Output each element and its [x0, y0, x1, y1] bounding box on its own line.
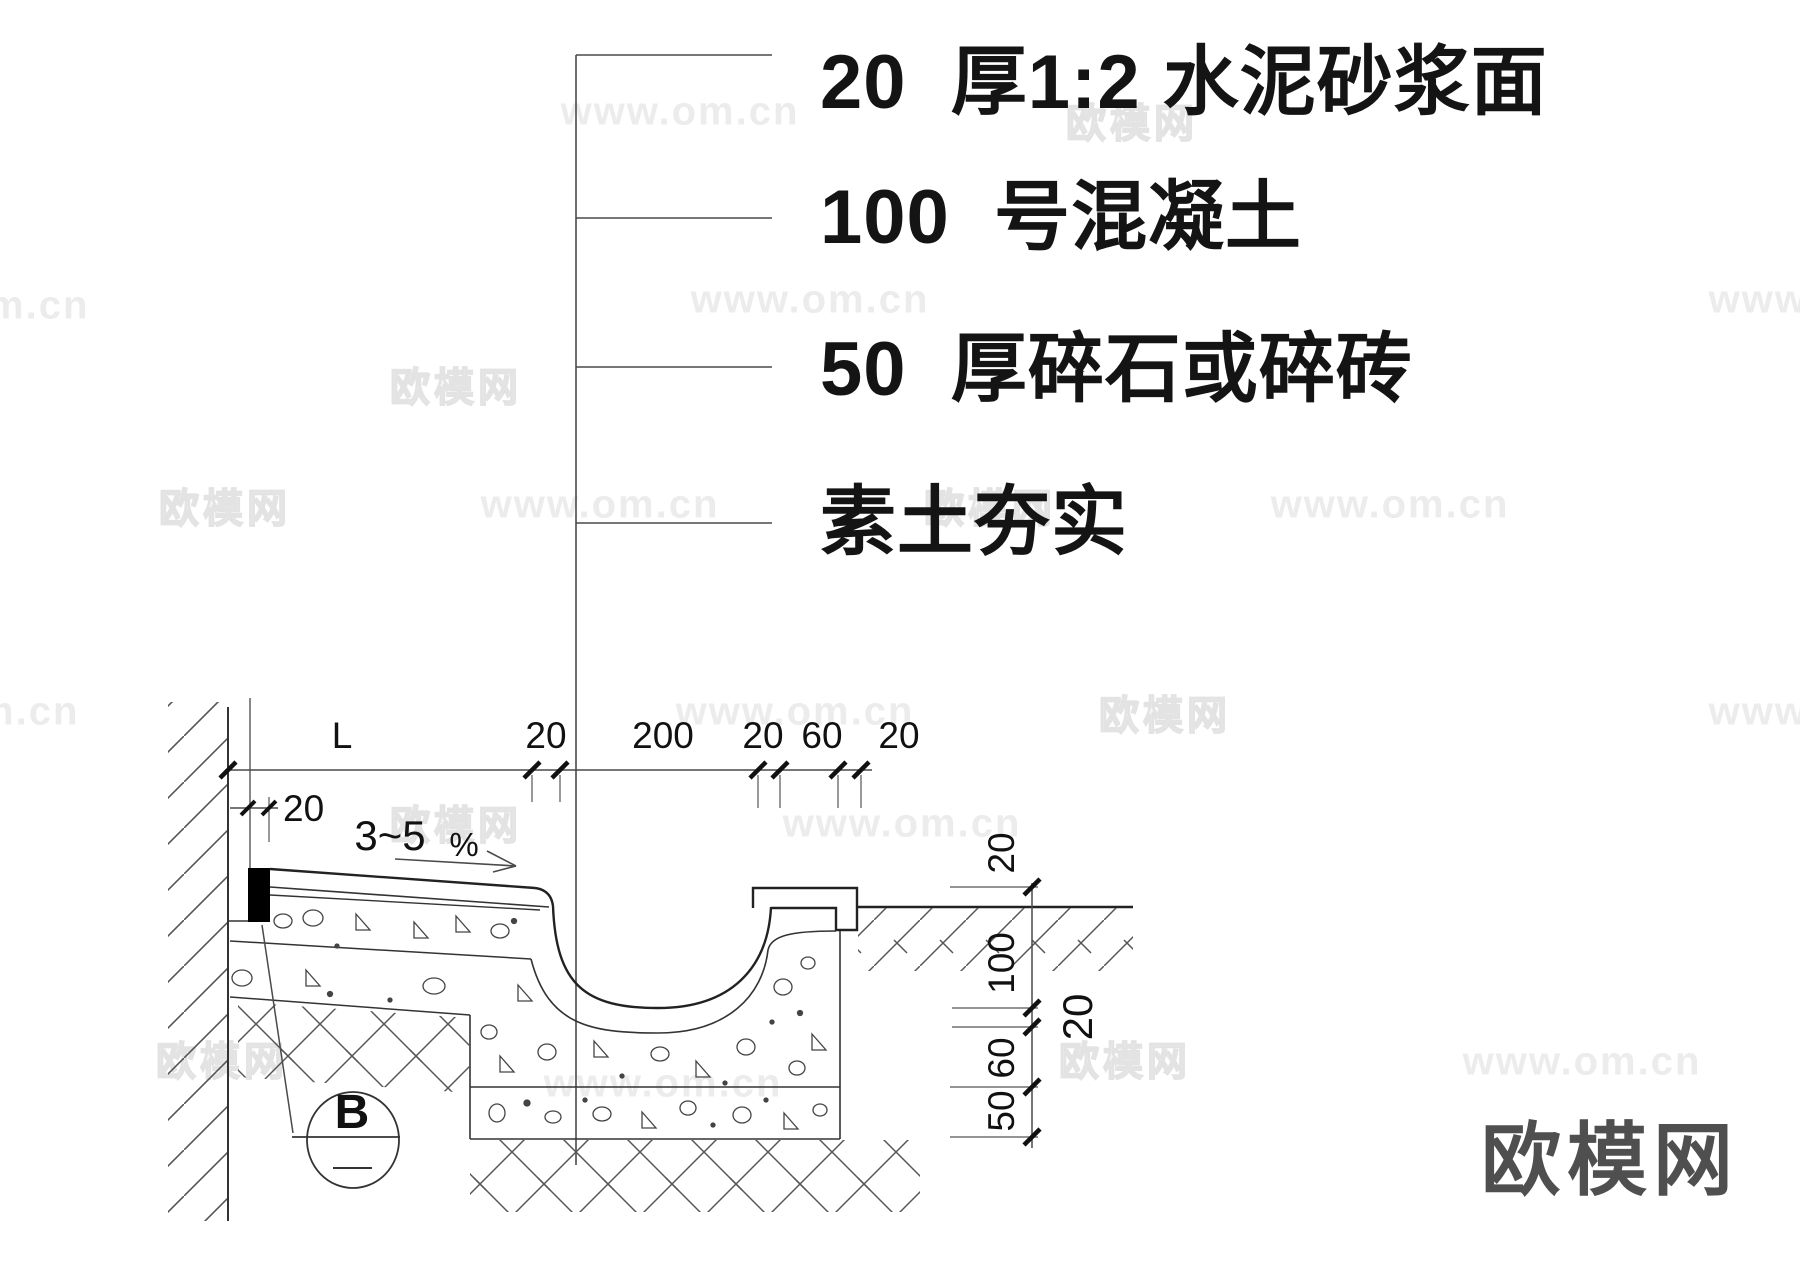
watermark: 欧模网 — [158, 486, 291, 532]
slope-arrow — [394, 850, 517, 873]
watermark: www.om.cn — [560, 89, 800, 134]
dim-label-20c: 20 — [878, 715, 919, 756]
callout-compacted-soil: 素土夯实 — [820, 480, 1128, 565]
dim-label-60: 60 — [801, 715, 842, 756]
channel-outer-arc — [530, 930, 837, 1034]
dim-label-100-right: 100 — [981, 932, 1022, 994]
channel-right-lip — [751, 886, 859, 932]
watermark: www.om.cn — [1270, 482, 1510, 527]
aggregate-stipples — [231, 909, 828, 1130]
watermark: 欧模网 — [389, 365, 522, 411]
dim-label-50-right: 50 — [981, 1090, 1022, 1131]
dim-label-20-right-offset: 20 — [1054, 994, 1101, 1041]
top-dimension-chain: L 20 200 20 60 20 — [218, 715, 920, 808]
dim-label-20-right-top: 20 — [981, 832, 1022, 873]
dim-label-60-right: 60 — [981, 1037, 1022, 1078]
wall-section — [168, 698, 270, 1221]
foundation-block — [469, 931, 841, 1140]
slope-value: 3~5 — [354, 812, 425, 859]
dim-label-20-edge: 20 — [283, 788, 324, 829]
watermark: www.om.cn — [1708, 277, 1800, 322]
slope-annotation: 3~5 % — [354, 812, 517, 873]
watermark: 欧模网 — [389, 803, 522, 849]
subgrade-hatch — [238, 1002, 920, 1212]
dim-label-20a: 20 — [525, 715, 566, 756]
ground-right — [857, 905, 1133, 971]
edge-stone-filled — [248, 868, 270, 922]
watermark: 欧模网 — [1058, 1039, 1191, 1085]
watermark: www.om.cn — [1708, 689, 1800, 734]
detail-bubble-label: B — [335, 1086, 370, 1139]
watermark: www.om.cn — [0, 689, 80, 734]
watermark: www.om.cn — [543, 1061, 783, 1106]
watermark: www.om.cn — [782, 801, 1022, 846]
edge-stone-dimension: 20 — [230, 788, 324, 842]
watermark: www.om.cn — [1462, 1039, 1702, 1084]
watermark: 欧模网 — [1098, 693, 1231, 739]
callout-crushed-stone: 50 厚碎石或碎砖 — [820, 327, 1413, 412]
dim-label-20b: 20 — [742, 715, 783, 756]
slope-percent: % — [449, 826, 478, 863]
right-dimension-chain: 20 100 60 50 20 — [950, 832, 1101, 1148]
gutter-channel — [530, 886, 859, 1034]
watermark: www.om.cn — [675, 689, 915, 734]
dim-label-L: L — [332, 715, 353, 756]
wall-hatch — [168, 702, 228, 1221]
pavement-layers — [229, 867, 555, 1016]
watermark: www.om.cn — [480, 482, 720, 527]
callout-concrete: 100 号混凝土 — [820, 175, 1303, 260]
watermark: www.om.cn — [690, 277, 930, 322]
channel-inner-arc — [551, 905, 773, 1010]
soil-hatch — [858, 908, 1133, 971]
site-logo: 欧模网 — [1481, 1116, 1739, 1205]
callout-cement-mortar: 20 厚1:2 水泥砂浆面 — [820, 40, 1548, 125]
callout-leader-lines — [575, 54, 772, 1165]
watermark: 欧模网 — [923, 486, 1056, 532]
detail-bubble: B — [261, 924, 400, 1189]
watermark: 欧模网 — [1065, 101, 1198, 147]
watermark: www.om.cn — [0, 283, 90, 328]
dim-label-200: 200 — [632, 715, 694, 756]
